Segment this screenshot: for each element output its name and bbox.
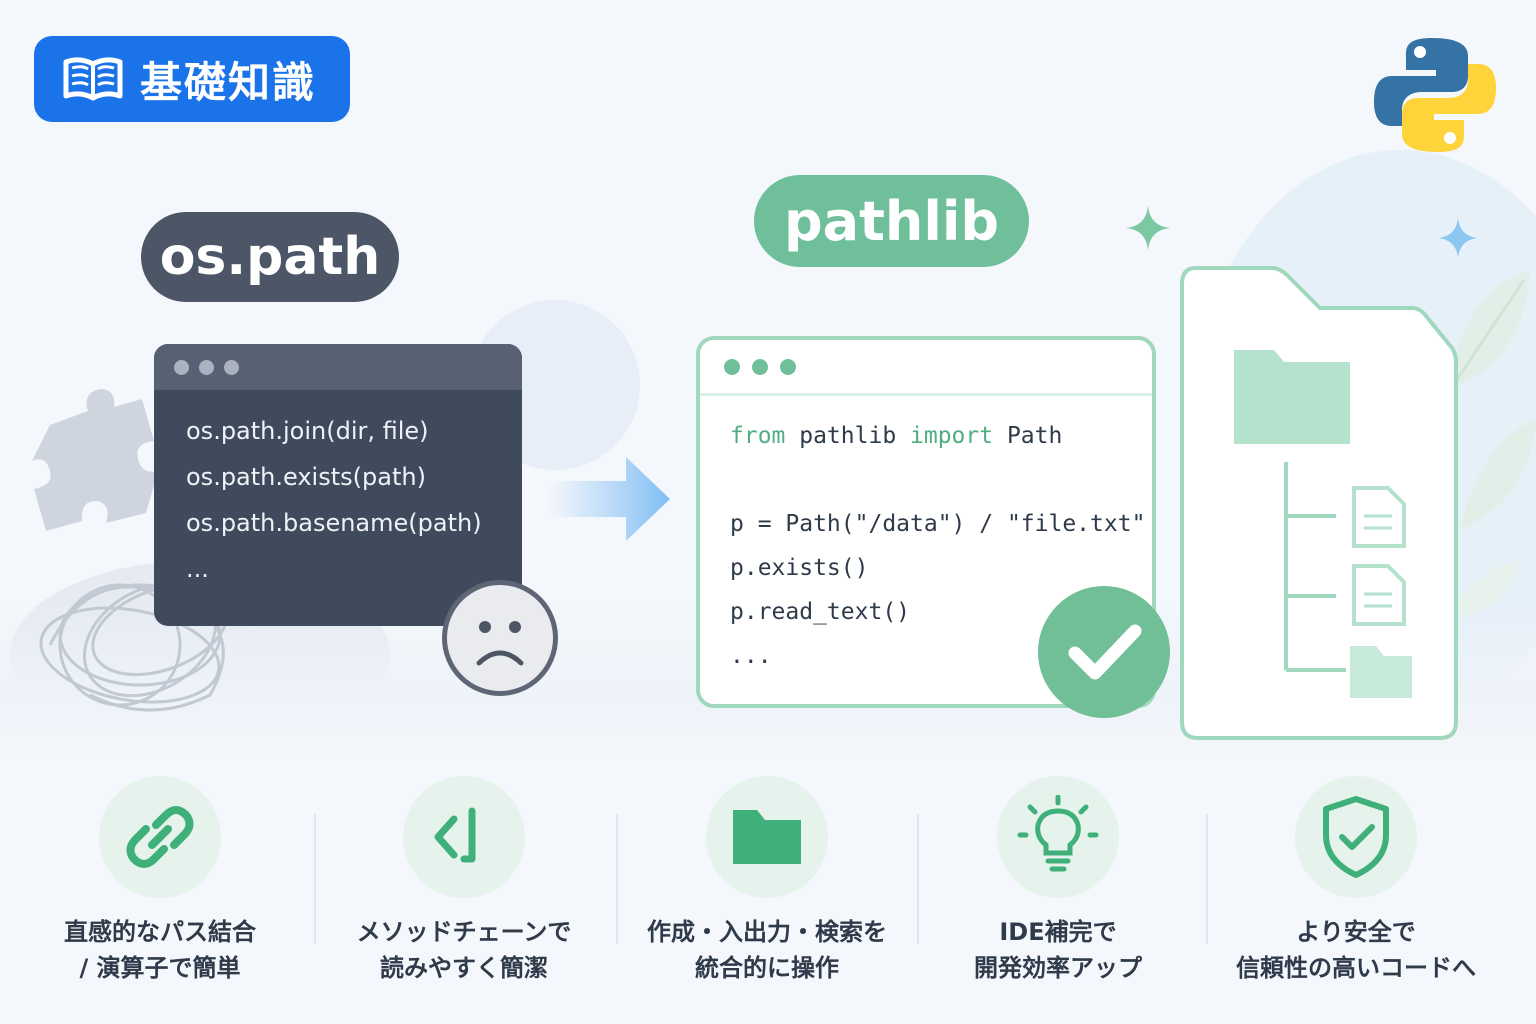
file-icon (1352, 564, 1406, 626)
window-titlebar (700, 340, 1152, 396)
feature-line: 直感的なパス結合 (64, 918, 256, 946)
feature-item: 作成・入出力・検索を 統合的に操作 (617, 776, 917, 986)
window-dot (174, 359, 189, 375)
feature-label: 直感的なパス結合 / 演算子で簡単 (10, 914, 310, 986)
file-tree-document (1180, 266, 1458, 740)
feature-line: 読みやすく簡潔 (380, 954, 548, 982)
folder-icon (1234, 350, 1350, 444)
window-titlebar (154, 344, 522, 390)
feature-item: メソッドチェーンで 読みやすく簡潔 (314, 776, 614, 986)
os-path-title: os.path (141, 212, 399, 302)
sparkle-icon (1126, 206, 1170, 250)
feature-item: IDE補完で 開発効率アップ (908, 776, 1208, 986)
feature-line: 開発効率アップ (974, 954, 1142, 982)
shield-check-icon (1295, 776, 1417, 898)
feature-line: より安全で (1296, 918, 1416, 946)
folder-icon (1350, 646, 1412, 698)
feature-line: 信頼性の高いコードへ (1236, 954, 1476, 982)
leaf-decoration (1448, 270, 1536, 620)
divider (917, 814, 919, 944)
feature-label: IDE補完で 開発効率アップ (908, 914, 1208, 986)
arrow-right-icon (548, 457, 670, 541)
link-icon (99, 776, 221, 898)
window-dot (224, 359, 239, 375)
python-logo (1374, 38, 1496, 152)
keyword: from (730, 423, 786, 449)
feature-label: メソッドチェーンで 読みやすく簡潔 (314, 914, 614, 986)
code-token: Path (993, 423, 1063, 449)
check-icon (1038, 586, 1170, 718)
feature-label: より安全で 信頼性の高いコードへ (1206, 914, 1506, 986)
code-line: from pathlib import Path (730, 414, 1152, 458)
code-line: p.read_text() (730, 599, 911, 625)
file-icon (1352, 486, 1406, 548)
feature-line: メソッドチェーンで (356, 918, 572, 946)
code-token: pathlib (785, 423, 911, 449)
window-dot (199, 359, 214, 375)
open-book-icon (63, 57, 123, 101)
code-line: os.path.basename(path) (186, 509, 482, 537)
puzzle-icon (32, 389, 158, 531)
divider (1206, 814, 1208, 944)
divider (616, 814, 618, 944)
feature-line: / 演算子で簡単 (79, 954, 241, 982)
feature-line: 統合的に操作 (695, 954, 839, 982)
pathlib-title: pathlib (754, 175, 1029, 267)
lightbulb-icon (997, 776, 1119, 898)
os-path-code-window: os.path.join(dir, file) os.path.exists(p… (154, 344, 522, 626)
keyword: import (910, 423, 994, 449)
tangled-scribble-icon (39, 582, 229, 712)
feature-list: 直感的なパス結合 / 演算子で簡単 メソッドチェーンで 読みやすく簡潔 作成・ (0, 776, 1536, 1006)
code-line: ... (730, 643, 772, 669)
code-line: ... (186, 555, 209, 583)
feature-item: 直感的なパス結合 / 演算子で簡単 (10, 776, 310, 986)
window-dot (724, 358, 740, 375)
pathlib-code: from pathlib import Path p = Path("/data… (700, 396, 1152, 678)
badge-label: 基礎知識 (140, 57, 317, 107)
feature-line: IDE補完で (999, 918, 1117, 946)
code-line-blank (730, 458, 1152, 502)
feature-line: 作成・入出力・検索を (647, 918, 887, 946)
feature-item: より安全で 信頼性の高いコードへ (1206, 776, 1506, 986)
folder-icon (706, 776, 828, 898)
os-path-code: os.path.join(dir, file) os.path.exists(p… (154, 390, 522, 592)
method-chain-icon (403, 776, 525, 898)
topic-badge: 基礎知識 (34, 36, 350, 122)
code-line: os.path.join(dir, file) (186, 417, 429, 445)
feature-label: 作成・入出力・検索を 統合的に操作 (617, 914, 917, 986)
window-dot (752, 358, 768, 375)
sparkle-icon (1438, 218, 1478, 258)
sad-face-icon (442, 580, 558, 696)
code-line: p.exists() (730, 555, 869, 581)
window-dot (780, 358, 796, 375)
divider (314, 814, 316, 944)
code-line: p = Path("/data") / "file.txt" (730, 511, 1146, 537)
code-line: os.path.exists(path) (186, 463, 426, 491)
